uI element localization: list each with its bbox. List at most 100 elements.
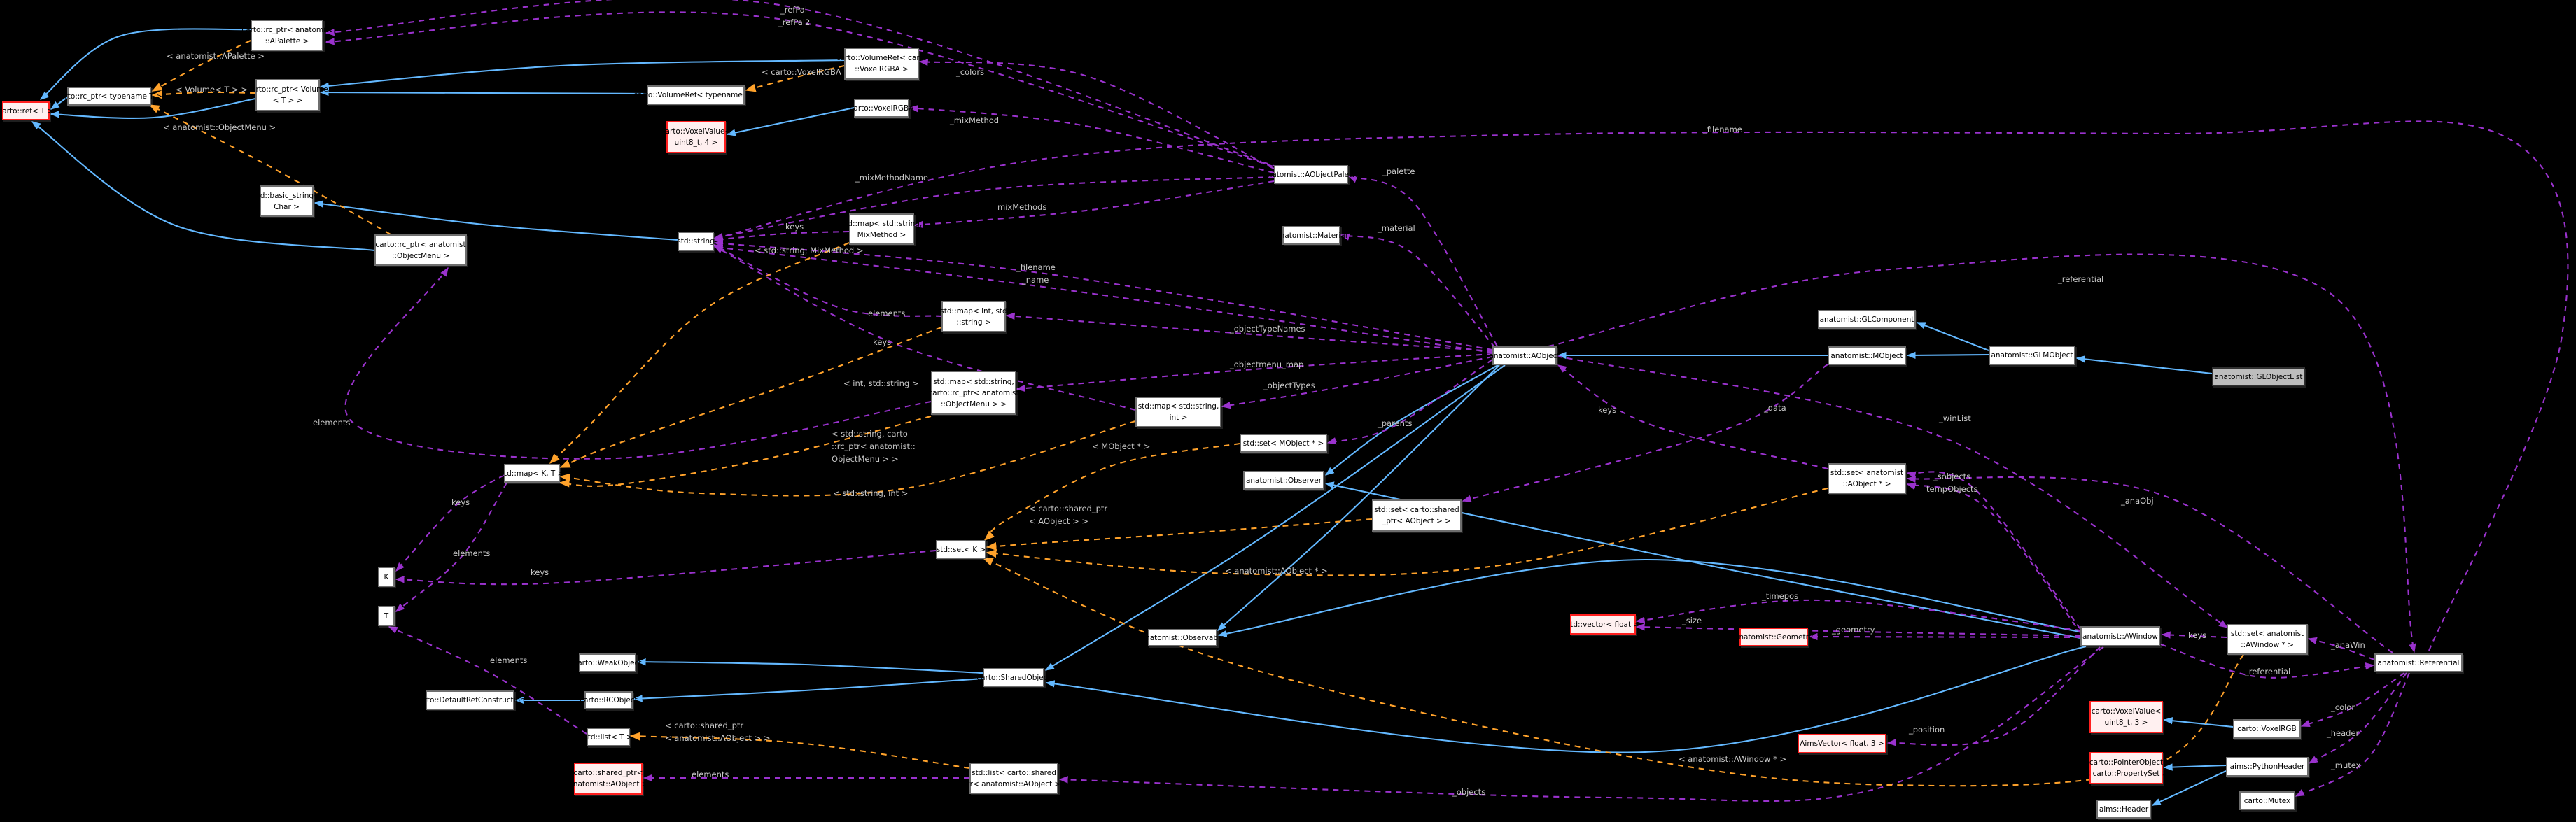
edge-referential-pythonheader — [2308, 672, 2407, 764]
node-shared_ptr_aobject[interactable]: carto::shared_ptr<anatomist::AObject > — [568, 763, 648, 795]
edge-label-_mixMethod: _mixMethod — [949, 115, 999, 125]
edge-label-_geometry: _geometry — [1831, 625, 1875, 635]
node-aimsvector[interactable]: AimsVector< float, 3 > — [1798, 734, 1886, 753]
node-rc_ptr_objectmenu[interactable]: carto::rc_ptr< anatomist::ObjectMenu > — [374, 234, 467, 266]
edge-label-keys: keys — [2188, 630, 2206, 640]
edge-label-_header: _header — [2326, 728, 2360, 738]
node-glmobject[interactable]: anatomist::GLMObject — [1989, 346, 2076, 365]
node-pythonheader[interactable]: aims::PythonHeader — [2226, 757, 2309, 777]
edge-mobject-set_sharedptr — [1462, 364, 1828, 502]
edge-aobject-set_awindow — [1556, 355, 2229, 628]
edge-label-intstdstring: < int, std::string > — [844, 378, 918, 388]
node-label: std::basic_string< — [253, 191, 320, 200]
edge-awindow-sharedobject — [1045, 645, 2087, 753]
node-std_string[interactable]: std::string — [677, 232, 715, 251]
node-mobject[interactable]: anatomist::MObject — [1828, 346, 1906, 365]
node-volumeref_rgba[interactable]: carto::VolumeRef< carto::VoxelRGBA > — [836, 48, 927, 80]
node-list_t[interactable]: std::list< T > — [584, 728, 633, 746]
node-set_aobject[interactable]: std::set< anatomist::AObject * > — [1828, 463, 1906, 494]
edge-label-_refPal: _refPal — [780, 5, 807, 15]
node-weakobject[interactable]: carto::WeakObject — [573, 653, 642, 672]
node-aobjectpalette[interactable]: anatomist::AObjectPalette — [1263, 165, 1359, 184]
node-voxelvalue4[interactable]: carto::VoxelValue<uint8_t, 4 > — [662, 121, 731, 153]
edge-label-_objectmenu_map: _objectmenu_map — [1229, 360, 1303, 369]
node-t_box[interactable]: T — [378, 606, 395, 626]
node-label: anatomist::AObject — [1489, 351, 1560, 360]
node-voxelrgb[interactable]: carto::VoxelRGB — [2233, 719, 2301, 739]
node-label: carto::RCObject — [580, 696, 638, 704]
node-rc_ptr_volume[interactable]: carto::rc_ptr< Volume< T > > — [247, 79, 328, 111]
node-ref_t[interactable]: carto::ref< T > — [0, 101, 54, 120]
node-label: aims::Header — [2099, 805, 2149, 814]
edge-rc_ptr_apalette-rc_ptr_t — [151, 40, 251, 92]
node-k_box[interactable]: K — [378, 567, 395, 587]
node-aobject[interactable]: anatomist::AObject — [1489, 346, 1560, 365]
edge-label-cartoVoxelRGBA: < carto::VoxelRGBA > — [762, 67, 850, 77]
node-map_kt[interactable]: std::map< K, T > — [500, 464, 564, 483]
node-label: ::AObject * > — [1842, 480, 1891, 488]
node-label: carto::ref< T > — [0, 106, 54, 115]
node-pointerobject[interactable]: carto::PointerObject< carto::PropertySet… — [2084, 752, 2169, 784]
node-rcobject[interactable]: carto::RCObject — [580, 691, 638, 709]
node-map_string_int[interactable]: std::map< std::string,int > — [1135, 397, 1222, 427]
node-label: Char > — [274, 202, 300, 211]
edge-label-anatomistAObject: < anatomist::AObject * > — [1225, 566, 1328, 576]
node-label: carto::rc_ptr< anatomist — [375, 240, 466, 249]
edge-map_string_int-std_string — [713, 246, 1136, 411]
node-defaultref[interactable]: carto::DefaultRefConstruction — [415, 690, 525, 710]
edge-map_string_int-map_kt — [559, 420, 1136, 497]
node-rc_ptr_apalette[interactable]: carto::rc_ptr< anatomist::APalette > — [241, 20, 332, 51]
node-label: uint8_t, 4 > — [674, 139, 718, 147]
edge-label-_colors: _colors — [955, 67, 984, 77]
node-geometry[interactable]: anatomist::Geometry — [1735, 628, 1813, 646]
node-aims_header[interactable]: aims::Header — [2096, 800, 2151, 819]
edge-label-keys: keys — [873, 337, 891, 347]
edge-aobjectpalette-rc_ptr_apalette — [325, 11, 1283, 171]
edge-awindow-referential — [2160, 644, 2375, 679]
node-set_sharedptr[interactable]: std::set< carto::shared_ptr< AObject > > — [1372, 499, 1462, 532]
node-material[interactable]: anatomist::Material — [1275, 226, 1348, 245]
node-label: anatomist::AObject > — [568, 780, 648, 788]
edge-label-_mutex: _mutex — [2330, 760, 2361, 770]
node-map_int_string[interactable]: std::map< int, std::string > — [940, 301, 1007, 332]
edge-label-elements: elements — [692, 770, 729, 779]
node-globjectlist[interactable]: anatomist::GLObjectList — [2212, 367, 2305, 386]
edge-referential-mutex — [2295, 672, 2410, 797]
edge-volumeref_t-rc_ptr_volume — [319, 88, 648, 97]
edge-label-_data: _data — [1763, 403, 1786, 413]
node-sharedobject[interactable]: carto::SharedObject — [976, 668, 1051, 687]
edge-label-anatomistObjectMenu: < anatomist::ObjectMenu > — [163, 122, 276, 132]
node-set_mobject[interactable]: std::set< MObject * > — [1240, 434, 1327, 453]
node-rc_ptr_t[interactable]: carto::rc_ptr< typename T > — [56, 87, 162, 106]
node-voxelvalue3[interactable]: carto::VoxelValue<uint8_t, 3 > — [2090, 701, 2163, 733]
node-glcomponent[interactable]: anatomist::GLComponent — [1818, 310, 1916, 329]
node-list_shared[interactable]: std::list< carto::shared_ptr< anatomist:… — [959, 763, 1069, 794]
node-set_awindow[interactable]: std::set< anatomist::AWindow * > — [2227, 624, 2308, 655]
node-label: anatomist::AObjectPalette — [1263, 170, 1359, 179]
node-label: anatomist::Material — [1275, 231, 1348, 240]
node-awindow[interactable]: anatomist::AWindow — [2080, 626, 2160, 646]
node-observable[interactable]: anatomist::Observable — [1141, 629, 1224, 646]
node-set_k[interactable]: std::set< K > — [936, 540, 986, 559]
node-observer[interactable]: anatomist::Observer — [1243, 471, 1324, 490]
node-volumeref_t[interactable]: carto::VolumeRef< typename T > — [634, 85, 758, 105]
node-label: < carto::PropertySet > — [2084, 770, 2169, 778]
edge-label-_name: _name — [1021, 275, 1049, 285]
edge-label-cartoshared_ptr: < carto::shared_ptr< AObject > > — [1029, 504, 1107, 526]
node-label: std::map< std::string, — [933, 377, 1014, 386]
node-mutex[interactable]: carto::Mutex — [2239, 791, 2295, 810]
node-basic_string[interactable]: std::basic_string<Char > — [253, 185, 320, 217]
node-map_string_objectmenu[interactable]: std::map< std::string,carto::rc_ptr< ana… — [928, 371, 1019, 415]
edge-map_mixmethod-map_kt — [549, 242, 850, 465]
node-label: carto::VoxelValue< — [661, 127, 732, 136]
node-label: carto::rc_ptr< anatomist — [928, 388, 1019, 397]
node-voxelrgba[interactable]: carto::VoxelRGBA — [850, 99, 913, 118]
edge-pythonheader-aims_header — [2151, 770, 2227, 806]
node-vector_float[interactable]: std::vector< float > — [1567, 614, 1639, 635]
node-referential[interactable]: anatomist::Referential — [2374, 653, 2463, 672]
edge-map_mixmethod-std_string — [713, 230, 850, 243]
edge-voxelrgba-voxelvalue4 — [726, 106, 855, 136]
node-map_mixmethod[interactable]: std::map< std::string,MixMethod > — [841, 213, 922, 245]
edge-aobject-aobjectpalette — [1348, 176, 1498, 347]
edge-aobject-observable — [1217, 364, 1500, 631]
